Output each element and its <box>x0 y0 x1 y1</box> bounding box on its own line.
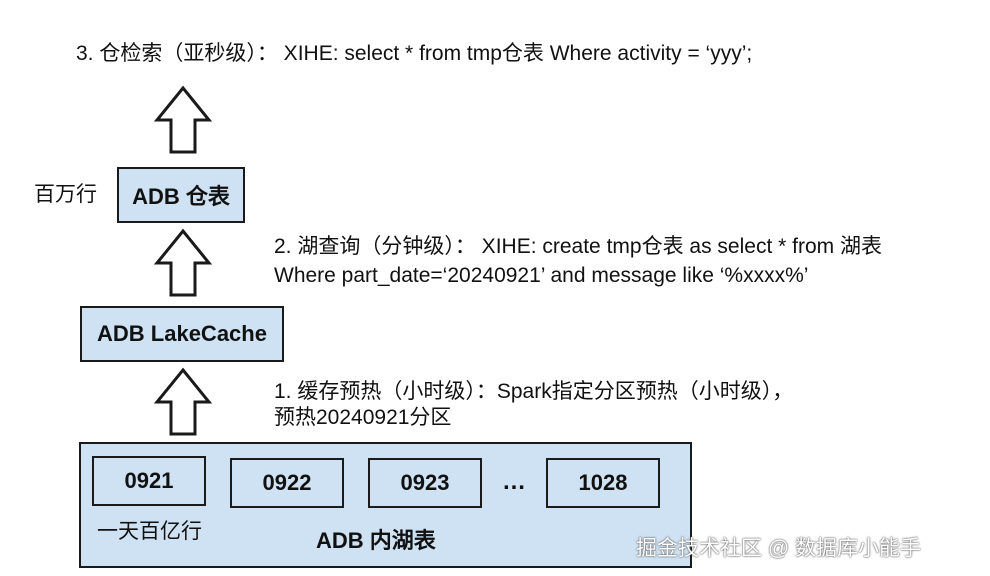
step3-text: 3. 仓检索（亚秒级）： XIHE: select * from tmp仓表 W… <box>76 42 753 65</box>
partition-box: 0921 <box>92 456 206 506</box>
step1-text-line2: 预热20240921分区 <box>274 406 452 429</box>
partition-label: 0922 <box>262 470 312 495</box>
lake-rows-label: 一天百亿行 <box>97 520 202 543</box>
partition-box: 0923 <box>368 458 482 508</box>
arrow-up-icon <box>153 85 213 154</box>
watermark-text: 掘金技术社区 @ 数据库小能手 <box>636 537 921 560</box>
step2-text-line2: Where part_date=‘20240921’ and message l… <box>274 264 809 287</box>
partition-label: 1028 <box>578 470 628 495</box>
partition-box: 0922 <box>230 458 344 508</box>
lake-table-label: ADB 内湖表 <box>316 528 436 553</box>
lakecache-box: ADB LakeCache <box>80 306 284 362</box>
warehouse-table-label: ADB 仓表 <box>132 184 230 209</box>
partition-box: 1028 <box>546 458 660 508</box>
arrow-up-icon <box>153 367 213 436</box>
warehouse-table-box: ADB 仓表 <box>117 167 245 223</box>
step2-text-line1: 2. 湖查询（分钟级）： XIHE: create tmp仓表 as selec… <box>274 235 882 258</box>
arrow-up-icon <box>153 228 213 297</box>
lakecache-label: ADB LakeCache <box>97 321 267 346</box>
warehouse-rows-label: 百万行 <box>34 183 97 206</box>
partition-ellipsis: … <box>502 468 526 495</box>
step1-text-line1: 1. 缓存预热（小时级）：Spark指定分区预热（小时级）， <box>274 380 794 403</box>
partition-label: 0921 <box>124 468 174 493</box>
partition-label: 0923 <box>400 470 450 495</box>
